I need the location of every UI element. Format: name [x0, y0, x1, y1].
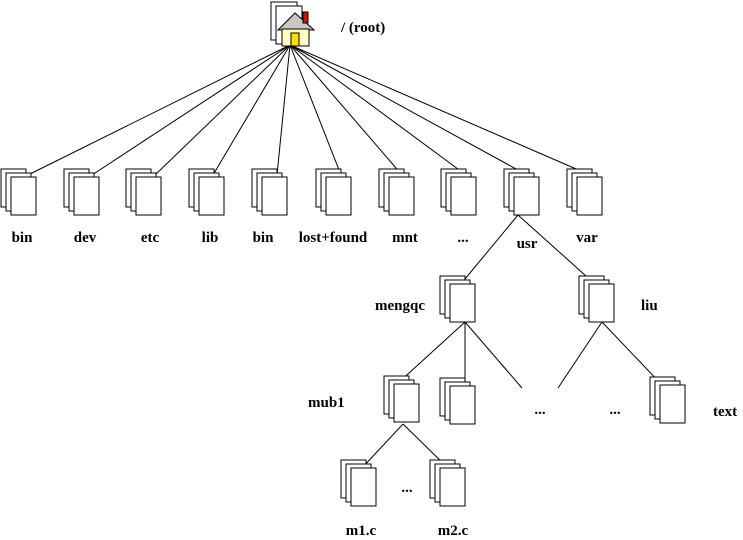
dir-label-etc: etc [141, 230, 160, 246]
edge-usr-mengqc [459, 214, 519, 286]
dir-label-mnt: mnt [392, 230, 418, 246]
edge-root-bin-2 [276, 44, 291, 176]
dir-label-dev: dev [74, 230, 97, 246]
edge-root-dev [91, 44, 291, 176]
dir-icon-liu [578, 275, 615, 323]
edge-root-bin [27, 44, 291, 176]
edge-root-etc [154, 44, 291, 176]
dir-icon-text [649, 376, 686, 424]
edge-root-mnt [289, 44, 403, 176]
edge-mub1-m1c [361, 423, 404, 469]
dir-icon-var [566, 168, 603, 216]
dir-label-usr: usr [517, 236, 538, 252]
root-label: / (root) [340, 20, 385, 36]
dir-icon-lib [188, 168, 225, 216]
edge-mengqc-ellipsis [464, 321, 523, 389]
dir-label-mub1: mub1 [308, 395, 345, 411]
edge-root-ellipsis [289, 44, 467, 176]
dir-icon-ellipsis [440, 168, 477, 216]
liu-ellipsis: ... [609, 402, 621, 418]
dir-label-bin: bin [12, 230, 34, 246]
edge-usr-liu [517, 214, 597, 286]
dir-icon-dev [63, 168, 100, 216]
edge-liu-ellipsis [557, 321, 603, 389]
edge-root-lib [212, 44, 291, 176]
edge-liu-text [601, 321, 663, 386]
file-label-m2c: m2.c [438, 523, 469, 539]
dir-icon-mnt [378, 168, 415, 216]
dir-label-liu: liu [641, 298, 658, 314]
edge-root-usr [289, 44, 528, 176]
dir-icon-bin-2 [251, 168, 288, 216]
edge-root-var [289, 44, 591, 176]
file-icon-m2c [429, 459, 466, 507]
dir-icon-usr [503, 168, 540, 216]
dir-icon-bin [0, 168, 37, 216]
edge-mengqc-mub1 [396, 321, 466, 385]
tree-edges [27, 44, 663, 469]
dir-label-bin-2: bin [253, 230, 275, 246]
dir-icon-etc [125, 168, 162, 216]
dir-icon-lost-found [315, 168, 352, 216]
dir-label-lib: lib [202, 230, 219, 246]
dir-label-ellipsis: ... [457, 230, 469, 246]
dir-label-var: var [576, 230, 598, 246]
dir-icon-mengqc [439, 275, 476, 323]
mengqc-ellipsis: ... [534, 402, 546, 418]
file-label-m1c: m1.c [346, 523, 377, 539]
mub1-ellipsis: ... [401, 480, 413, 496]
root-home-icon [270, 1, 316, 47]
file-icon-m1c [340, 459, 377, 507]
dir-icon-mub1 [383, 375, 420, 423]
dir-label-lost-found: lost+found [299, 230, 368, 246]
edge-root-lost-found [289, 44, 342, 176]
dir-icon-unnamed [439, 377, 476, 425]
dir-label-mengqc: mengqc [375, 298, 425, 314]
dir-label-text: text [713, 404, 737, 420]
